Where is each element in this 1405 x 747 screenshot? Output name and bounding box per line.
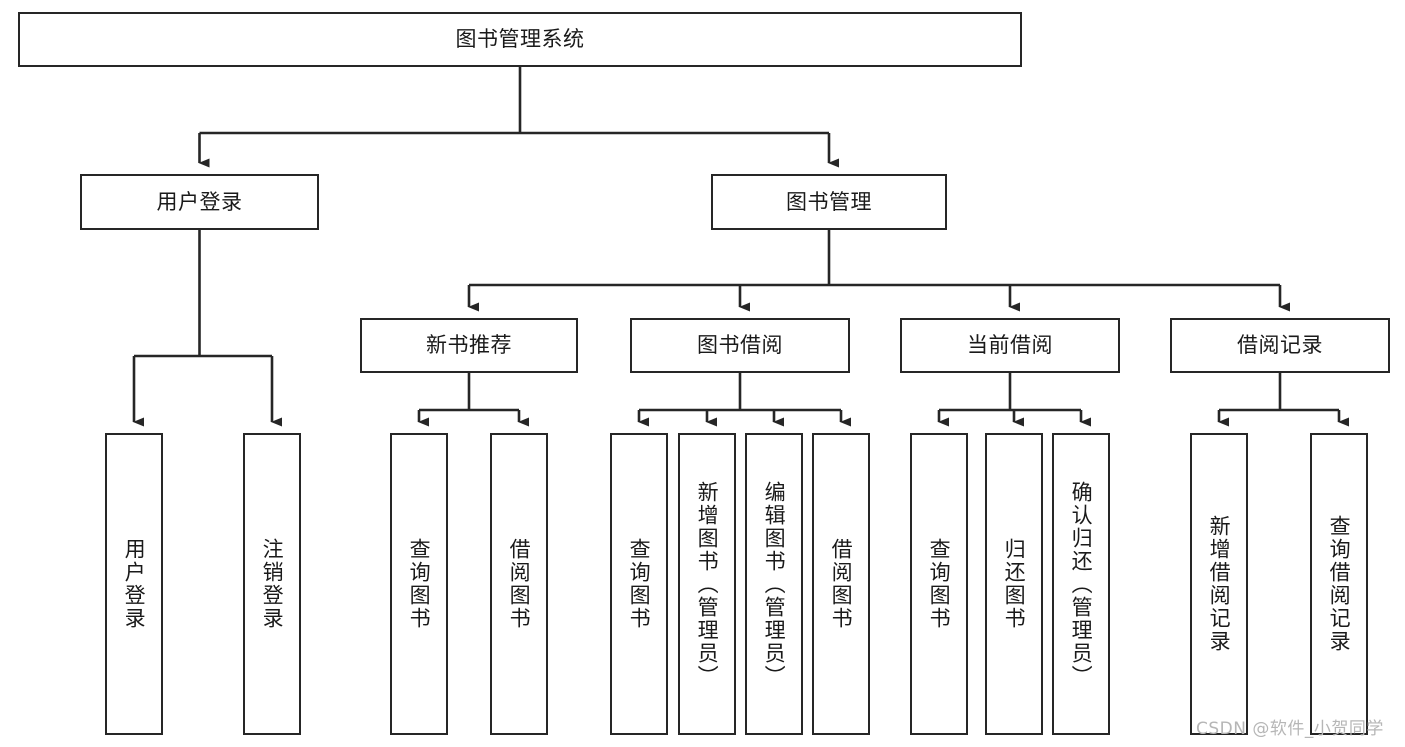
node-label-borrow-record: 借阅记录 (1237, 333, 1323, 358)
node-label-leaf-add-record: 新增借阅记录 (1207, 515, 1232, 653)
node-current-borrow[interactable]: 当前借阅 (900, 318, 1120, 373)
node-label-leaf-query-book-3: 查询图书 (927, 538, 952, 630)
node-new-book-rec[interactable]: 新书推荐 (360, 318, 578, 373)
node-leaf-query-book-1[interactable]: 查询图书 (390, 433, 448, 735)
node-borrow-record[interactable]: 借阅记录 (1170, 318, 1390, 373)
node-label-leaf-add-book: 新增图书（管理员） (695, 480, 720, 688)
connector-group (132, 67, 1349, 427)
node-leaf-return-book[interactable]: 归还图书 (985, 433, 1043, 735)
node-label-leaf-user-login: 用户登录 (122, 538, 147, 630)
node-label-new-book-rec: 新书推荐 (426, 333, 512, 358)
node-label-book-borrow: 图书借阅 (697, 333, 783, 358)
node-user-login[interactable]: 用户登录 (80, 174, 319, 230)
node-label-leaf-confirm-return: 确认归还（管理员） (1069, 480, 1094, 688)
node-leaf-borrow-book-2[interactable]: 借阅图书 (812, 433, 870, 735)
node-label-root: 图书管理系统 (455, 27, 585, 52)
node-leaf-logout[interactable]: 注销登录 (243, 433, 301, 735)
node-label-current-borrow: 当前借阅 (967, 333, 1053, 358)
node-leaf-query-record[interactable]: 查询借阅记录 (1310, 433, 1368, 735)
node-leaf-edit-book[interactable]: 编辑图书（管理员） (745, 433, 803, 735)
node-label-leaf-edit-book: 编辑图书（管理员） (762, 480, 787, 688)
node-label-leaf-borrow-book-2: 借阅图书 (829, 538, 854, 630)
node-root[interactable]: 图书管理系统 (18, 12, 1022, 67)
node-leaf-query-book-3[interactable]: 查询图书 (910, 433, 968, 735)
node-label-leaf-query-record: 查询借阅记录 (1327, 515, 1352, 653)
node-label-user-login: 用户登录 (156, 189, 243, 214)
node-label-book-manage: 图书管理 (786, 189, 872, 214)
node-label-leaf-query-book-1: 查询图书 (407, 538, 432, 630)
node-label-leaf-query-book-2: 查询图书 (627, 538, 652, 630)
node-leaf-confirm-return[interactable]: 确认归还（管理员） (1052, 433, 1110, 735)
node-book-manage[interactable]: 图书管理 (711, 174, 947, 230)
node-leaf-borrow-book-1[interactable]: 借阅图书 (490, 433, 548, 735)
node-book-borrow[interactable]: 图书借阅 (630, 318, 850, 373)
node-label-leaf-return-book: 归还图书 (1002, 538, 1027, 630)
node-leaf-user-login[interactable]: 用户登录 (105, 433, 163, 735)
node-label-leaf-logout: 注销登录 (260, 538, 285, 630)
node-label-leaf-borrow-book-1: 借阅图书 (507, 538, 532, 630)
node-leaf-add-record[interactable]: 新增借阅记录 (1190, 433, 1248, 735)
node-leaf-add-book[interactable]: 新增图书（管理员） (678, 433, 736, 735)
node-leaf-query-book-2[interactable]: 查询图书 (610, 433, 668, 735)
